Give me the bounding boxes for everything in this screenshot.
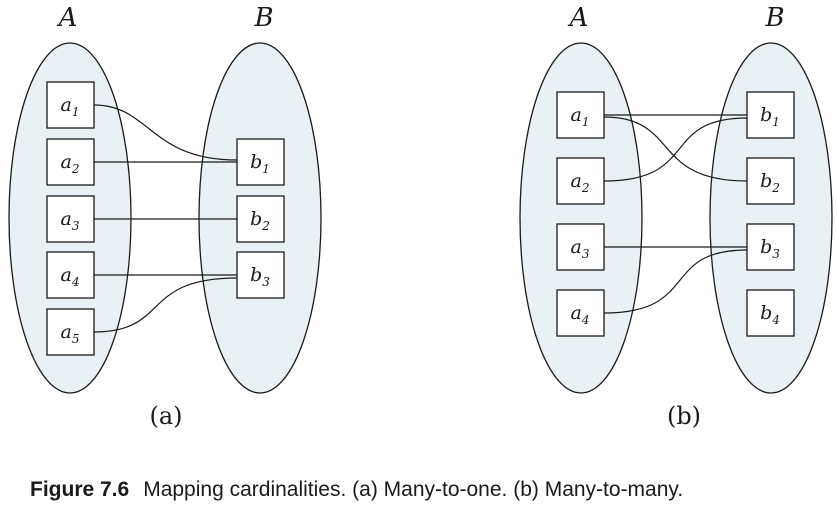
- element-label: b: [250, 208, 262, 230]
- caption-text: Mapping cardinalities. (a) Many-to-one. …: [143, 478, 684, 501]
- element-box-b3: b3: [236, 251, 285, 299]
- svg-text:b3: b3: [760, 236, 780, 261]
- element-box-a1: a1: [556, 91, 605, 139]
- element-box-b4: b4: [746, 289, 795, 337]
- svg-text:a3: a3: [571, 236, 590, 261]
- element-label: a: [571, 236, 582, 258]
- element-label: b: [760, 302, 772, 324]
- set-a-label: A: [568, 3, 589, 33]
- mapping-line-a1-b1: [93, 104, 238, 161]
- svg-text:a2: a2: [61, 151, 80, 176]
- element-subscript: 4: [581, 313, 590, 327]
- element-box-b3: b3: [746, 223, 795, 271]
- mapping-line-a1-b2: [603, 116, 748, 182]
- element-label: a: [61, 151, 72, 173]
- element-box-b1: b1: [746, 91, 795, 139]
- element-box-a1: a1: [46, 81, 95, 129]
- element-subscript: 1: [772, 115, 780, 129]
- set-b-ellipse: [709, 42, 833, 394]
- element-label: a: [571, 170, 582, 192]
- element-box-b1: b1: [236, 138, 285, 186]
- panel-label-a: (a): [149, 402, 182, 430]
- element-subscript: 1: [262, 162, 270, 176]
- element-box-b2: b2: [746, 157, 795, 205]
- element-label: a: [571, 302, 582, 324]
- element-box-a4: a4: [46, 251, 95, 299]
- element-subscript: 3: [772, 247, 780, 261]
- element-label: b: [760, 236, 772, 258]
- element-box-a5: a5: [46, 308, 95, 356]
- element-subscript: 2: [771, 181, 780, 195]
- set-a-ellipse: [519, 42, 643, 394]
- panel-b: A B a1 a2 a3 a4 b1 b: [519, 3, 833, 430]
- figure-number: Figure 7.6: [30, 478, 130, 501]
- svg-text:b3: b3: [250, 264, 270, 289]
- element-box-a4: a4: [556, 289, 605, 337]
- element-subscript: 2: [261, 219, 270, 233]
- element-subscript: 5: [72, 332, 80, 346]
- element-box-a3: a3: [46, 195, 95, 243]
- element-subscript: 3: [72, 219, 80, 233]
- svg-text:b2: b2: [760, 170, 780, 195]
- element-label: a: [61, 94, 72, 116]
- svg-text:a4: a4: [61, 264, 80, 289]
- element-subscript: 1: [72, 105, 80, 119]
- svg-text:b4: b4: [760, 302, 780, 327]
- element-subscript: 3: [262, 275, 270, 289]
- element-label: a: [571, 104, 582, 126]
- panel-a: A B a1 a2 a3 a4 a5 b: [8, 3, 322, 430]
- element-subscript: 2: [71, 162, 80, 176]
- panel-label-b: (b): [667, 402, 701, 430]
- figure-caption: Figure 7.6 Mapping cardinalities. (a) Man…: [30, 478, 683, 502]
- element-label: b: [250, 264, 262, 286]
- element-subscript: 1: [582, 115, 590, 129]
- mapping-line-a4-b3: [603, 249, 748, 314]
- element-label: a: [61, 264, 72, 286]
- element-subscript: 2: [581, 181, 590, 195]
- element-label: b: [250, 151, 262, 173]
- svg-text:a2: a2: [571, 170, 590, 195]
- element-box-a2: a2: [556, 157, 605, 205]
- svg-text:b1: b1: [250, 151, 270, 176]
- svg-text:a1: a1: [571, 104, 590, 129]
- element-box-a3: a3: [556, 223, 605, 271]
- element-subscript: 3: [582, 247, 590, 261]
- element-label: a: [61, 321, 72, 343]
- mapping-line-a5-b3: [93, 277, 238, 333]
- svg-text:a1: a1: [61, 94, 80, 119]
- svg-text:a3: a3: [61, 208, 80, 233]
- svg-text:a5: a5: [61, 321, 80, 346]
- element-box-b2: b2: [236, 195, 285, 243]
- element-label: a: [61, 208, 72, 230]
- element-label: b: [760, 170, 772, 192]
- set-b-label: B: [764, 3, 784, 33]
- set-a-label: A: [57, 3, 78, 33]
- element-subscript: 4: [771, 313, 780, 327]
- svg-text:a4: a4: [571, 302, 590, 327]
- mapping-line-a2-b1: [603, 117, 748, 182]
- svg-text:b1: b1: [760, 104, 780, 129]
- element-label: b: [760, 104, 772, 126]
- element-subscript: 4: [71, 275, 80, 289]
- set-b-label: B: [253, 3, 273, 33]
- element-box-a2: a2: [46, 138, 95, 186]
- svg-text:b2: b2: [250, 208, 270, 233]
